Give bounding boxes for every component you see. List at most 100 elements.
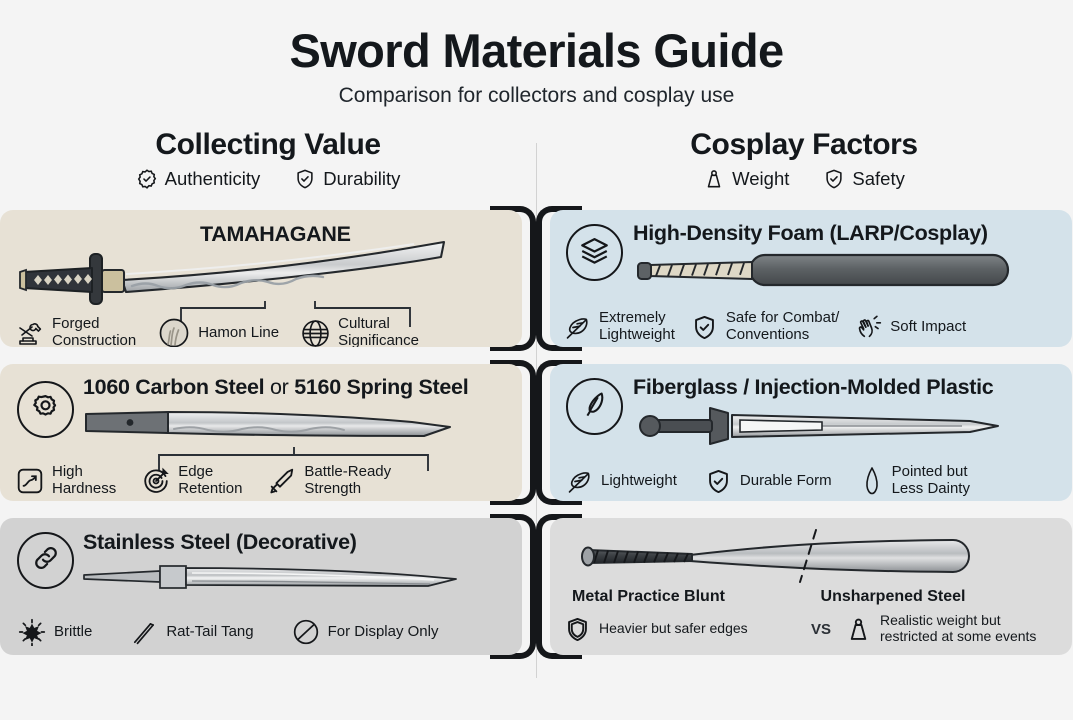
card-practice-vs-steel[interactable]: Metal Practice Blunt Unsharpened Steel xyxy=(536,514,1072,660)
card-bracket xyxy=(490,360,536,506)
tag-label: Authenticity xyxy=(164,168,261,190)
feature-label: Cultural Significance xyxy=(338,315,419,348)
feature-battle-ready-strength: Battle-Ready Strength xyxy=(268,463,392,498)
card-fiberglass-plastic[interactable]: Fiberglass / Injection-Molded Plastic xyxy=(536,360,1072,506)
column-tags-collecting: Authenticity Durability xyxy=(0,168,536,190)
feature-heavier-safer-edges: Heavier but safer edges xyxy=(564,616,811,643)
card-title-tamahagane: TAMAHAGANE xyxy=(200,222,351,247)
feature-label: Extremely Lightweight xyxy=(599,309,675,344)
feather-icon xyxy=(564,314,591,341)
layers-icon xyxy=(579,235,610,271)
arming-sword-illustration xyxy=(632,406,1012,451)
card-bracket xyxy=(536,360,582,506)
column-header-collecting: Collecting Value Authenticity xyxy=(0,128,536,190)
feature-lightweight: Lightweight xyxy=(566,468,677,495)
card-panel: TAMAHAGANE xyxy=(0,210,522,348)
feature-realistic-weight: Realistic weight but restricted at some … xyxy=(845,613,1036,644)
feature-edge-retention: Edge Retention xyxy=(142,463,242,498)
shield-check-icon xyxy=(691,314,718,341)
vs-features-row: Heavier but safer edges VS Re xyxy=(550,613,1072,644)
feature-cultural-significance: Cultural Significance xyxy=(301,315,419,348)
anvil-tools-icon xyxy=(16,319,44,347)
tag-durability: Durability xyxy=(294,168,400,190)
cards-collecting: TAMAHAGANE xyxy=(0,206,536,660)
katana-illustration xyxy=(14,236,464,313)
feature-label: Brittle xyxy=(54,622,93,640)
vs-left-name: Metal Practice Blunt xyxy=(572,588,725,606)
chart-up-icon xyxy=(16,467,44,495)
spear-tip-badge xyxy=(566,378,623,436)
comparison-columns: Collecting Value Authenticity xyxy=(0,128,1073,679)
card-bracket xyxy=(490,206,536,352)
card-title-fiberglass: Fiberglass / Injection-Molded Plastic xyxy=(633,375,994,400)
badge-check-icon xyxy=(136,168,158,190)
column-title-cosplay: Cosplay Factors xyxy=(690,128,918,162)
feature-rat-tail-tang: Rat-Tail Tang xyxy=(130,618,254,646)
feature-label: Lightweight xyxy=(601,471,677,489)
card-title-foam: High-Density Foam (LARP/Cosplay) xyxy=(633,221,988,246)
card-title-stainless: Stainless Steel (Decorative) xyxy=(83,530,357,555)
feature-brittle: Brittle xyxy=(18,618,93,647)
card-carbon-steel[interactable]: 1060 Carbon Steel or 5160 Spring Steel xyxy=(0,360,536,506)
tag-label: Safety xyxy=(852,168,905,190)
column-tags-cosplay: Weight Safety xyxy=(536,168,1072,190)
hamon-circle-icon xyxy=(158,317,190,348)
cards-cosplay: High-Density Foam (LARP/Cosplay) xyxy=(536,206,1072,660)
feature-pointed-but-less-dainty: Pointed but Less Dainty xyxy=(860,463,970,498)
card-bracket xyxy=(490,514,536,660)
feature-label: For Display Only xyxy=(327,622,439,640)
feature-label: Realistic weight but restricted at some … xyxy=(880,612,1037,645)
tag-label: Weight xyxy=(732,168,790,190)
feature-hamon-line: Hamon Line xyxy=(158,317,280,348)
feature-label: Heavier but safer edges xyxy=(599,620,748,637)
feature-label: Safe for Combat/ Conventions xyxy=(725,309,840,344)
feature-label: Battle-Ready Strength xyxy=(304,463,392,498)
tag-label: Durability xyxy=(323,168,401,190)
feature-label: Pointed but Less Dainty xyxy=(891,463,970,498)
feature-soft-impact: Soft Impact xyxy=(855,314,966,341)
column-collecting-value: Collecting Value Authenticity xyxy=(0,128,536,660)
thin-tang-icon xyxy=(130,618,158,646)
shield-check-icon xyxy=(294,168,316,190)
blade-tip-icon xyxy=(860,466,884,496)
sword-icon xyxy=(268,467,296,495)
feature-durable-form: Durable Form xyxy=(705,468,832,495)
card-bracket xyxy=(536,514,582,660)
card-panel: Fiberglass / Injection-Molded Plastic xyxy=(550,364,1072,502)
page-subtitle: Comparison for collectors and cosplay us… xyxy=(338,84,735,108)
card-stainless-steel[interactable]: Stainless Steel (Decorative) xyxy=(0,514,536,660)
weight-icon xyxy=(703,168,725,190)
feature-label: Rat-Tail Tang xyxy=(166,622,254,640)
column-cosplay-factors: Cosplay Factors Weight xyxy=(536,128,1072,660)
tag-authenticity: Authenticity xyxy=(136,168,261,190)
chain-link-icon xyxy=(31,543,61,578)
feature-label: Durable Form xyxy=(739,471,832,489)
features-carbon-steel: High Hardness xyxy=(0,463,522,498)
display-blade-illustration xyxy=(82,560,462,601)
shatter-icon xyxy=(18,618,46,647)
tag-weight: Weight xyxy=(703,168,789,190)
shield-check-icon xyxy=(705,468,732,495)
feather-icon xyxy=(566,468,593,495)
chain-badge xyxy=(17,532,74,590)
card-panel: Stainless Steel (Decorative) xyxy=(0,518,522,656)
weight-icon xyxy=(845,616,872,643)
card-high-density-foam[interactable]: High-Density Foam (LARP/Cosplay) xyxy=(536,206,1072,352)
no-entry-icon xyxy=(292,618,320,646)
page-header: Sword Materials Guide Comparison for col… xyxy=(0,0,1073,108)
vs-names-row: Metal Practice Blunt Unsharpened Steel xyxy=(550,588,1072,606)
feature-safe-for-combat: Safe for Combat/ Conventions xyxy=(691,309,840,344)
feature-forged-construction: Forged Construction xyxy=(16,315,136,347)
card-tamahagane[interactable]: TAMAHAGANE xyxy=(0,206,536,352)
feature-high-hardness: High Hardness xyxy=(16,463,116,498)
features-stainless: Brittle Rat-Tail Tang xyxy=(0,618,522,647)
target-icon xyxy=(142,467,170,495)
column-title-collecting: Collecting Value xyxy=(155,128,381,162)
card-panel: Metal Practice Blunt Unsharpened Steel xyxy=(550,518,1072,656)
foam-sword-illustration xyxy=(632,252,1012,297)
tag-safety: Safety xyxy=(823,168,905,190)
card-title-carbon-steel: 1060 Carbon Steel or 5160 Spring Steel xyxy=(83,375,469,400)
shield-check-icon xyxy=(823,168,845,190)
feature-label: Hamon Line xyxy=(198,323,280,341)
vs-label: VS xyxy=(811,620,832,638)
